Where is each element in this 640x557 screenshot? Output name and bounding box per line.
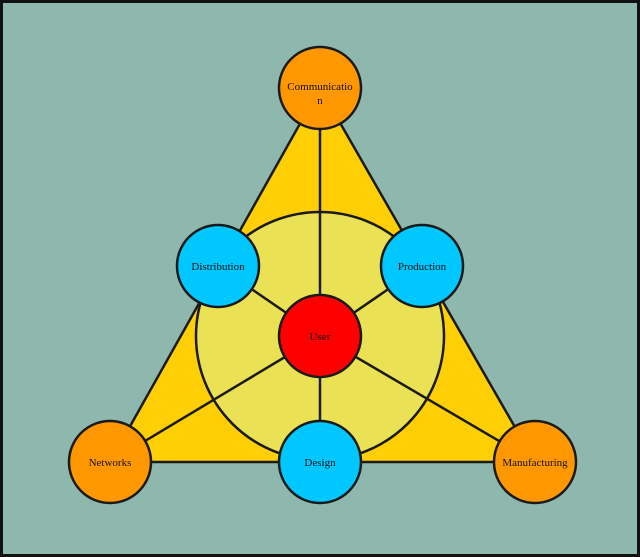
node-communication-label-line1: Communicatio [287, 81, 353, 93]
node-user-circle [277, 293, 363, 379]
node-distribution-circle [175, 223, 261, 309]
node-design-label: Design [304, 457, 336, 469]
node-networks-circle [67, 419, 153, 505]
node-communication: Communicatio n [277, 45, 363, 131]
node-manufacturing: Manufacturing [492, 419, 578, 505]
node-design: Design [277, 419, 363, 505]
node-user-label: User [310, 331, 331, 343]
node-production-circle [379, 223, 465, 309]
node-networks: Networks [67, 419, 153, 505]
node-user: User [277, 293, 363, 379]
node-manufacturing-label: Manufacturing [502, 457, 568, 469]
node-distribution: Distribution [175, 223, 261, 309]
node-design-circle [277, 419, 363, 505]
node-manufacturing-circle [492, 419, 578, 505]
node-distribution-label: Distribution [191, 261, 245, 273]
node-production: Production [379, 223, 465, 309]
node-production-label: Production [398, 261, 447, 273]
node-communication-circle [277, 45, 363, 131]
node-networks-label: Networks [89, 457, 132, 469]
node-communication-label-line2: n [317, 95, 323, 107]
